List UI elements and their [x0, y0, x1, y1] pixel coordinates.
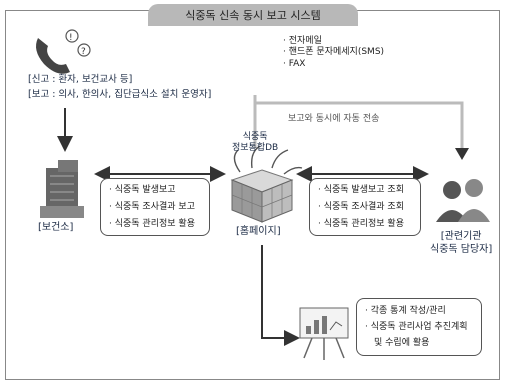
- health-center-label: [보건소]: [38, 222, 74, 233]
- diagram-title: 식중독 신속 동시 보고 시스템: [148, 4, 358, 26]
- box-item: 각종 통계 작성/관리: [370, 306, 446, 316]
- box-item: 식중독 발생보고 조회: [323, 185, 404, 195]
- auto-transfer-label: 보고와 동시에 자동 전송: [288, 114, 380, 124]
- box-item: 및 수립에 활용: [374, 338, 430, 348]
- box-item: 식중독 관리정보 활용: [323, 219, 404, 229]
- report-line-1: [신고 : 환자, 보건교사 등]: [28, 74, 133, 85]
- presentation-board-icon: [299, 307, 349, 360]
- channel-item: 핸드폰 문자메세지(SMS): [288, 47, 385, 58]
- homepage-label: [홈페이지]: [236, 226, 281, 237]
- box-item: 식중독 조사결과 조회: [323, 202, 404, 212]
- box-item: 식중독 조사결과 보고: [114, 202, 195, 212]
- building-icon: [40, 160, 84, 218]
- health-center-functions-box: · 식중독 발생보고 · 식중독 조사결과 보고 · 식중독 관리정보 활용: [100, 178, 210, 236]
- agency-functions-box: · 식중독 발생보고 조회 · 식중독 조사결과 조회 · 식중독 관리정보 활…: [309, 178, 421, 236]
- channel-item: 전자메일: [288, 36, 322, 46]
- svg-text:?: ?: [81, 47, 86, 57]
- box-item: 식중독 관리사업 추진계획: [370, 322, 468, 332]
- box-item: 식중독 관리정보 활용: [114, 219, 195, 229]
- svg-text:!: !: [69, 33, 73, 43]
- db-label: 식중독 정보통합DB: [232, 132, 279, 154]
- box-item: 식중독 발생보고: [114, 185, 176, 195]
- channel-list: · 전자메일 · 핸드폰 문자메세지(SMS) · FAX: [283, 36, 385, 69]
- database-cube-icon: [230, 145, 303, 223]
- agency-label: [관련기관 식중독 담당자]: [430, 231, 493, 255]
- phone-icon: ! ?: [36, 29, 91, 74]
- people-icon: [436, 179, 490, 222]
- channel-item: FAX: [288, 58, 306, 69]
- statistics-box: · 각종 통계 작성/관리 · 식중독 관리사업 추진계획 및 수립에 활용: [356, 298, 482, 356]
- report-line-2: [보고 : 의사, 한의사, 집단급식소 설치 운영자]: [28, 89, 212, 100]
